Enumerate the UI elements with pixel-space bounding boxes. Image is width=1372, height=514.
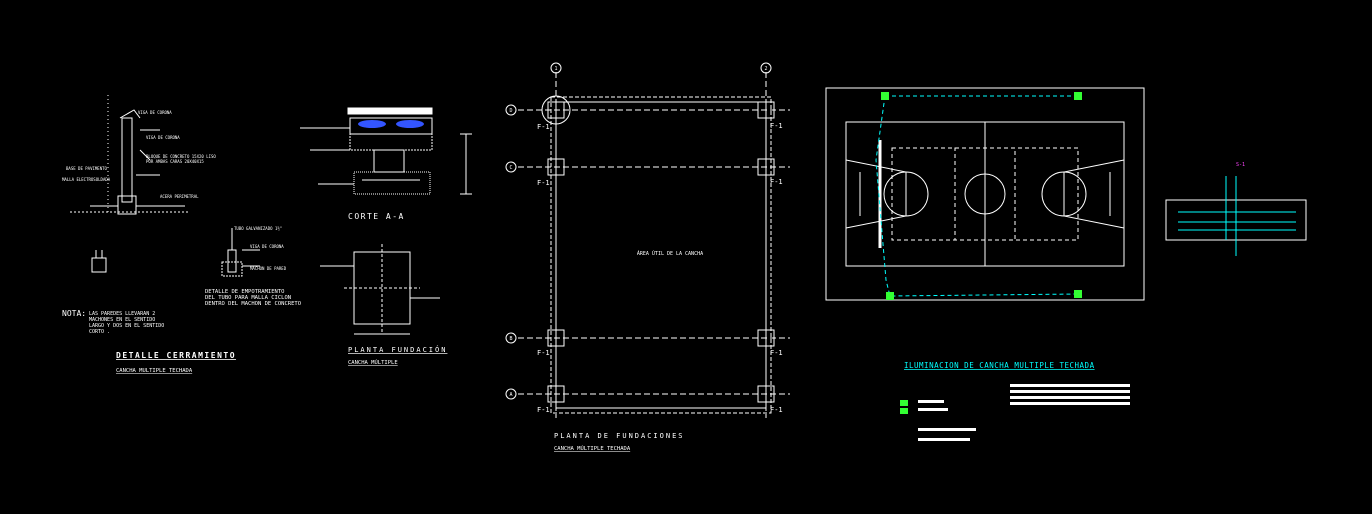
detalle-cerramiento-subtitle: CANCHA MULTIPLE TECHADA [116,368,193,374]
planta-fundaciones-title: PLANTA DE FUNDACIONES [554,432,685,440]
axis-row-a: A [509,392,512,398]
note-label: NOTA: [62,309,86,318]
label-viga-corona: VIGA DE CORONA [146,135,180,140]
axis-row-d: D [509,108,512,114]
footing-label: F-1 [770,178,783,186]
label-machon: MACHON DE PARED [250,266,287,271]
planta-fundaciones-subtitle: CANCHA MÚLTIPLE TECHADA [554,445,631,452]
empotramiento-line-2: DEL TUBO PARA MALLA CICLON [205,295,291,301]
label-base-pavimento: BASE DE PAVIMENTO [66,166,108,171]
label-bloque: BLOQUE DE CONCRETO 15X20 LISO [146,154,216,159]
detalle-cerramiento-title: DETALLE CERRAMIENTO [116,351,236,360]
label-viga-corona-1: VIGA DE CORONA [138,110,172,115]
footing-label: F-1 [770,122,783,130]
footing-label: F-1 [537,179,550,187]
label-malla: MALLA ELECTROSOLDADA [62,177,111,182]
planta-fundacion-title: PLANTA FUNDACIÓN [348,345,447,354]
planta-fundacion-drawing [320,244,440,335]
footing-label: F-1 [537,406,550,414]
axis-col-1: 1 [554,66,557,72]
footing-label: F-1 [537,123,550,131]
label-acera: ACERA PERIMETRAL [160,194,199,199]
empotramiento-line-1: DETALLE DE EMPOTRAMIENTO [205,289,284,295]
note-line-2: MACHONES EN EL SENTIDO [89,317,155,323]
label-tubo: TUBO GALVANIZADO 1½" [234,226,282,231]
footing-label: F-1 [537,349,550,357]
empotramiento-line-3: DENTRO DEL MACHON DE CONCRETO [205,301,301,307]
note-line-1: LAS PAREDES LLEVARAN 2 [89,311,155,317]
diagram-title: S-1 [1236,162,1245,168]
label-viga-2: VIGA DE CORONA [250,244,284,249]
iluminacion-legend [900,384,1130,441]
corte-a-a-drawing [300,107,472,195]
axis-row-b: B [509,336,512,342]
planta-fundaciones-drawing [505,62,790,418]
label-bloque-2: POR AMBAS CARAS 20X40X15 [146,159,204,164]
axis-row-c: C [509,165,512,171]
single-line-diagram [1165,176,1307,256]
note-line-4: CORTO . [89,329,110,335]
footing-label: F-1 [770,406,783,414]
axis-col-2: 2 [764,66,767,72]
note-line-3: LARGO Y DOS EN EL SENTIDO [89,323,164,329]
center-area-label: ÁREA ÚTIL DE LA CANCHA [637,250,703,257]
footing-label: F-1 [770,349,783,357]
court-drawing [825,87,1145,301]
detalle-cerramiento [70,95,260,277]
iluminacion-title: ILUMINACION DE CANCHA MULTIPLE TECHADA [904,361,1095,370]
planta-fundacion-subtitle: CANCHA MÚLTIPLE [348,359,398,366]
corte-a-a-title: CORTE A-A [348,212,405,221]
